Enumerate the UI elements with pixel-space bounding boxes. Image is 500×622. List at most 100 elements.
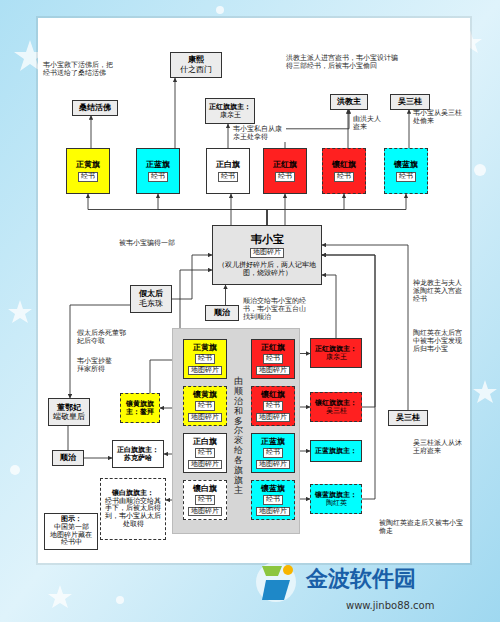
box-title: 镶黄旗旗主：鳌拜: [123, 400, 157, 417]
note-text: 洪教主派人进宫盗书，韦小宝设计骗得三部经书，后被韦小宝偷回: [285, 55, 399, 71]
box-title: 镶黄旗: [193, 390, 217, 399]
person-box: 韦小宝地图碎片 （双儿拼好碎片后，两人记牢地图，烧毁碎片）: [212, 225, 322, 285]
box-text: （双儿拼好碎片后，两人记牢地图，烧毁碎片）: [215, 261, 319, 278]
note-text: 韦小宝私自从康亲王处拿得: [232, 126, 286, 142]
banner-box: 镶红旗经书: [322, 148, 366, 194]
connector: [228, 124, 229, 148]
person-box: 镶白旗旗主：经书由顺治交给其手下，后被太后得到，韦小宝从太后处取得: [100, 478, 166, 540]
connector: [175, 78, 176, 148]
person-box: 镶蓝旗旗主：陶红英: [310, 484, 362, 514]
box-text: 地图碎片藏在经书中: [47, 532, 95, 548]
watermark: www.jinbo88.com: [345, 600, 467, 612]
connector: [158, 194, 267, 225]
note-text: 被陶红英盗走后又被韦小宝偷走: [378, 520, 466, 536]
banner-box: 正黄旗经书: [66, 148, 110, 194]
connector: [409, 110, 410, 148]
box-title: 正蓝旗: [261, 437, 285, 446]
box-title: 桑结活佛: [79, 103, 111, 113]
connector: [322, 255, 375, 499]
note-text: 假太后杀死董鄂妃后夺取: [76, 330, 128, 346]
box-text: 端敬皇后: [53, 412, 85, 421]
box-text: 地图碎片: [256, 366, 290, 376]
note-text: 韦小宝从吴三桂处偷来: [412, 110, 464, 126]
box-text: 地图碎片: [188, 460, 222, 470]
box-text: 康亲王: [326, 353, 347, 361]
banner-box: 正白旗经书: [206, 148, 250, 194]
connector: [68, 426, 69, 450]
group-band: 由顺治和多尔衮给各旗旗主正黄旗经书地图碎片镶黄旗经书地图碎片正白旗经书地图碎片镶…: [172, 328, 300, 534]
connector: [231, 194, 232, 225]
box-title: 康熙: [188, 55, 204, 65]
box-text: 地图碎片: [250, 248, 284, 258]
box-text: 经书由顺治交给其手下，后被太后得到，韦小宝从太后处取得: [103, 498, 163, 529]
person-box: 镶黄旗旗主：鳌拜: [120, 393, 160, 423]
person-box: 董鄂妃端敬皇后: [48, 398, 90, 426]
person-box: 正蓝旗旗主：: [310, 440, 362, 462]
connector: [267, 194, 406, 225]
note-text: 由洪夫人盗来: [352, 116, 384, 132]
connector: [322, 275, 336, 338]
box-text: 经书: [195, 495, 215, 505]
logo: [256, 562, 296, 602]
box-text: 经书: [334, 172, 354, 182]
banner-box: 正黄旗经书地图碎片: [183, 339, 227, 379]
box-text: 经书: [218, 172, 238, 182]
box-title: 韦小宝: [251, 233, 284, 246]
box-title: 正白旗旗主：苏克萨哈: [115, 446, 161, 463]
person-box: 吴三桂: [388, 410, 428, 426]
box-text: 地图碎片: [256, 460, 290, 470]
connector: [348, 110, 349, 148]
box-text: 吴三桂: [326, 407, 347, 415]
banner-box: 镶蓝旗经书: [384, 148, 428, 194]
box-title: 图示：: [61, 516, 82, 524]
person-box: 正红旗旗主：康亲王: [205, 98, 255, 124]
box-text: 地图碎片: [256, 413, 290, 423]
box-title: 正黄旗: [76, 160, 100, 170]
person-box: 桑结活佛: [72, 100, 118, 116]
connector: [285, 110, 349, 148]
banner-box: 镶黄旗经书地图碎片: [183, 386, 227, 426]
box-title: 顺治: [214, 308, 230, 318]
person-box: 正红旗旗主：康亲王: [310, 338, 362, 368]
note-text: 吴三桂派人从沐王府盗来: [412, 440, 468, 456]
box-text: 地图碎片: [256, 507, 290, 517]
box-title: 洪教主: [337, 97, 361, 107]
box-text: 经书: [195, 448, 215, 458]
box-title: 镶蓝旗: [261, 484, 285, 493]
connector: [322, 245, 408, 410]
box-title: 镶蓝旗: [394, 160, 418, 170]
person-box: 假太后毛东珠: [130, 285, 172, 313]
box-title: 正白旗: [216, 160, 240, 170]
person-box: 吴三桂: [390, 94, 430, 110]
box-title: 镶红旗: [261, 390, 285, 399]
box-text: 陶红英: [326, 499, 347, 507]
person-box: 康熙什之西门: [170, 52, 222, 78]
person-box: 正白旗旗主：苏克萨哈: [112, 440, 164, 468]
box-text: 什之西门: [180, 65, 212, 75]
connector: [172, 255, 212, 299]
box-text: 经书: [275, 172, 295, 182]
box-text: 经书: [263, 448, 283, 458]
banner-box: 正红旗经书地图碎片: [251, 339, 295, 379]
connector: [70, 305, 130, 398]
box-text: 经书: [396, 172, 416, 182]
box-title: 正红旗: [273, 160, 297, 170]
box-title: 董鄂妃: [57, 403, 81, 412]
box-title: 正黄旗: [193, 343, 217, 352]
person-box: 顺治: [205, 305, 239, 321]
box-title: 假太后: [139, 289, 163, 299]
box-title: 正红旗: [261, 343, 285, 352]
box-text: 经书: [195, 401, 215, 411]
note-text: 韦小宝抄鳌拜家所得: [76, 358, 118, 374]
banner-box: 镶白旗经书地图碎片: [183, 480, 227, 520]
person-box: 镶红旗旗主：吴三桂: [310, 392, 362, 422]
banner-box: 镶红旗经书地图碎片: [251, 386, 295, 426]
box-text: 康亲王: [220, 111, 241, 119]
box-title: 镶红旗旗主：: [315, 399, 357, 407]
box-title: 正蓝旗旗主：: [315, 447, 357, 455]
box-text: 经书: [148, 172, 168, 182]
person-box: 顺治: [52, 450, 84, 466]
note-text: 神龙教主与夫人派陶红英入宫盗经书: [412, 280, 468, 303]
box-title: 镶白旗: [193, 484, 217, 493]
